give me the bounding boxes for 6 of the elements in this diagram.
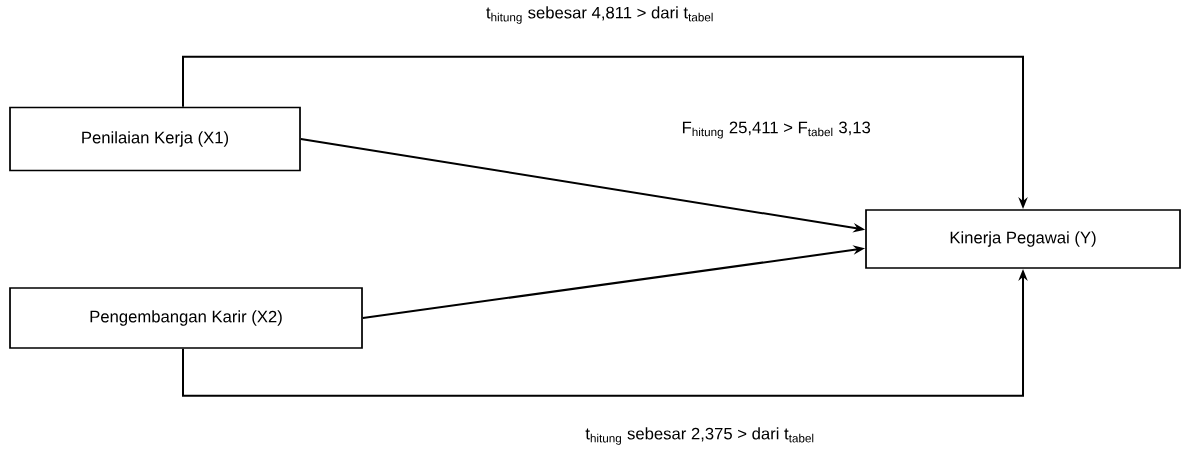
test-label: F$_{hitung}$ 25,411 > F$_{tabel}$ 3,13 — [682, 121, 871, 139]
variable-box: Kinerja Pegawai (Y) — [865, 209, 1181, 269]
variable-box: Pengembangan Karir (X2) — [9, 287, 363, 349]
edge-label: t$_{hitung}$ sebesar 2,375 > dari t$_{tabel}$ — [585, 427, 814, 445]
edge-label: t$_{hitung}$ sebesar 4,811 > dari t$_{tabel}$ — [486, 6, 713, 24]
variable-box: Penilaian Kerja (X1) — [9, 106, 301, 172]
